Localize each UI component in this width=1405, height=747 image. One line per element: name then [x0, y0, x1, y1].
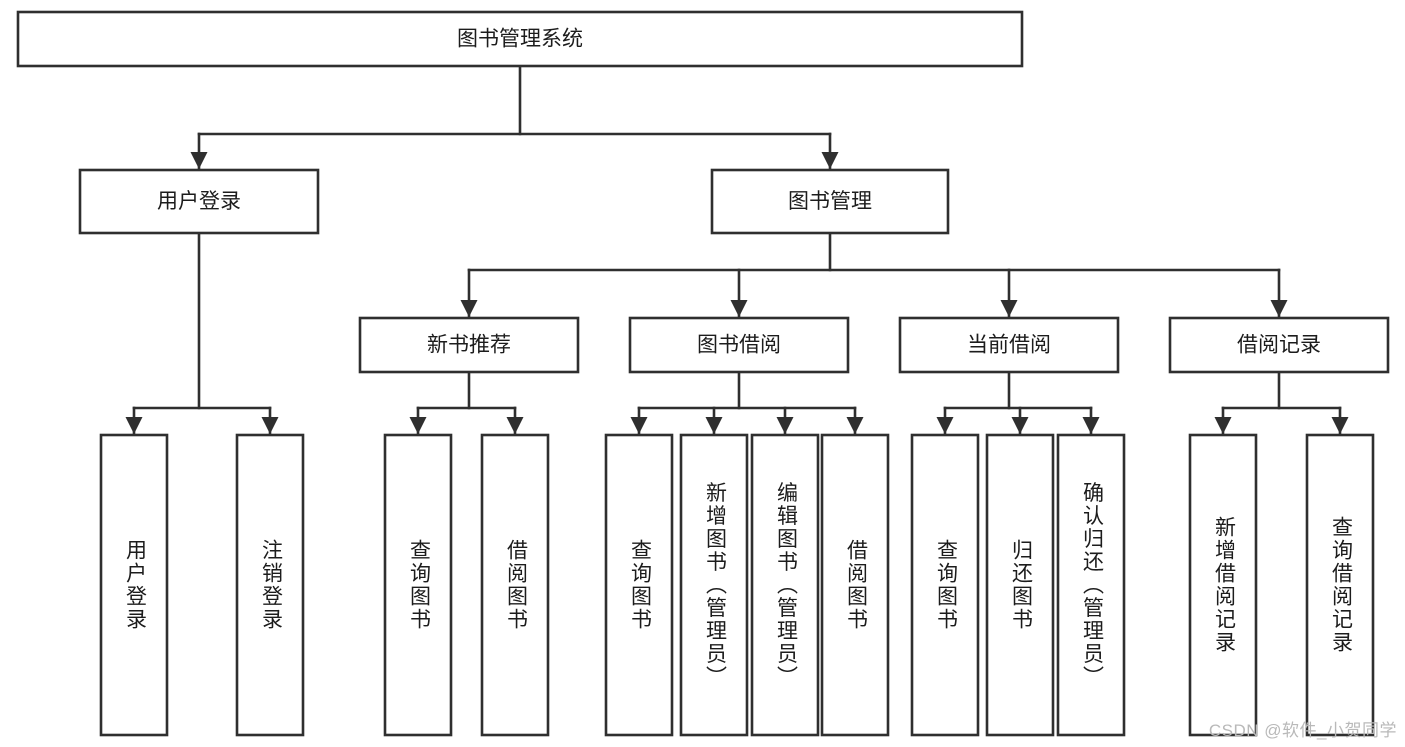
node-label: 查询图书 — [407, 539, 431, 631]
node-leaf-9[interactable]: 归还图书 — [985, 433, 1055, 737]
node-root-0[interactable]: 图书管理系统 — [16, 10, 1024, 68]
node-label: 归还图书 — [1009, 539, 1033, 631]
node-l3-0[interactable]: 新书推荐 — [358, 316, 580, 374]
node-box — [1056, 433, 1126, 737]
node-box — [1168, 316, 1390, 374]
node-box — [985, 433, 1055, 737]
node-l3-1[interactable]: 图书借阅 — [628, 316, 850, 374]
node-label: 确认归还（管理员） — [1080, 482, 1104, 689]
node-leaf-1[interactable]: 注销登录 — [235, 433, 305, 737]
node-leaf-10[interactable]: 确认归还（管理员） — [1056, 433, 1126, 737]
node-box — [1188, 433, 1258, 737]
node-leaf-4[interactable]: 查询图书 — [604, 433, 674, 737]
node-box — [628, 316, 850, 374]
node-label: 查询图书 — [628, 539, 652, 631]
node-layer: 图书管理系统用户登录图书管理新书推荐图书借阅当前借阅借阅记录用户登录注销登录查询… — [16, 10, 1390, 737]
node-box — [910, 433, 980, 737]
arrow-head-icon — [630, 417, 648, 434]
node-label: 图书管理 — [788, 190, 872, 213]
node-label: 图书管理系统 — [457, 28, 583, 51]
node-l3-2[interactable]: 当前借阅 — [898, 316, 1120, 374]
arrow-head-icon — [125, 417, 143, 434]
arrow-head-icon — [936, 417, 954, 434]
node-label: 借阅图书 — [844, 539, 868, 631]
node-l3-3[interactable]: 借阅记录 — [1168, 316, 1390, 374]
arrow-head-icon — [190, 152, 208, 169]
node-label: 当前借阅 — [967, 334, 1051, 357]
arrow-head-icon — [1331, 417, 1349, 434]
arrow-head-icon — [1082, 417, 1100, 434]
node-box — [383, 433, 453, 737]
node-label: 查询图书 — [934, 539, 958, 631]
node-label: 图书借阅 — [697, 334, 781, 357]
node-box — [710, 168, 950, 235]
node-label: 用户登录 — [157, 190, 241, 213]
node-leaf-12[interactable]: 查询借阅记录 — [1305, 433, 1375, 737]
node-leaf-7[interactable]: 借阅图书 — [820, 433, 890, 737]
node-leaf-2[interactable]: 查询图书 — [383, 433, 453, 737]
arrow-head-icon — [460, 300, 478, 317]
node-l2-0[interactable]: 用户登录 — [78, 168, 320, 235]
arrow-head-icon — [846, 417, 864, 434]
node-box — [1305, 433, 1375, 737]
arrow-head-icon — [705, 417, 723, 434]
node-box — [820, 433, 890, 737]
arrow-head-icon — [730, 300, 748, 317]
node-box — [750, 433, 820, 737]
node-label: 新增图书（管理员） — [703, 482, 727, 689]
node-leaf-6[interactable]: 编辑图书（管理员） — [750, 433, 820, 737]
node-box — [604, 433, 674, 737]
node-label: 查询借阅记录 — [1329, 516, 1353, 654]
arrow-head-icon — [1011, 417, 1029, 434]
node-box — [480, 433, 550, 737]
node-box — [679, 433, 749, 737]
node-box — [235, 433, 305, 737]
arrow-head-icon — [261, 417, 279, 434]
node-box — [99, 433, 169, 737]
arrow-head-icon — [776, 417, 794, 434]
arrow-head-icon — [506, 417, 524, 434]
arrow-head-icon — [1270, 300, 1288, 317]
connector-layer — [125, 64, 1349, 436]
node-label: 新增借阅记录 — [1212, 516, 1236, 654]
node-label: 新书推荐 — [427, 334, 511, 357]
node-box — [898, 316, 1120, 374]
node-l2-1[interactable]: 图书管理 — [710, 168, 950, 235]
node-leaf-0[interactable]: 用户登录 — [99, 433, 169, 737]
node-leaf-11[interactable]: 新增借阅记录 — [1188, 433, 1258, 737]
node-label: 用户登录 — [123, 539, 147, 631]
node-leaf-8[interactable]: 查询图书 — [910, 433, 980, 737]
node-label: 借阅图书 — [504, 539, 528, 631]
arrow-head-icon — [409, 417, 427, 434]
node-label: 编辑图书（管理员） — [774, 482, 798, 689]
node-leaf-5[interactable]: 新增图书（管理员） — [679, 433, 749, 737]
arrow-head-icon — [821, 152, 839, 169]
node-box — [16, 10, 1024, 68]
arrow-head-icon — [1214, 417, 1232, 434]
node-box — [358, 316, 580, 374]
node-box — [78, 168, 320, 235]
node-label: 借阅记录 — [1237, 334, 1321, 357]
node-leaf-3[interactable]: 借阅图书 — [480, 433, 550, 737]
node-label: 注销登录 — [259, 539, 283, 631]
arrow-head-icon — [1000, 300, 1018, 317]
